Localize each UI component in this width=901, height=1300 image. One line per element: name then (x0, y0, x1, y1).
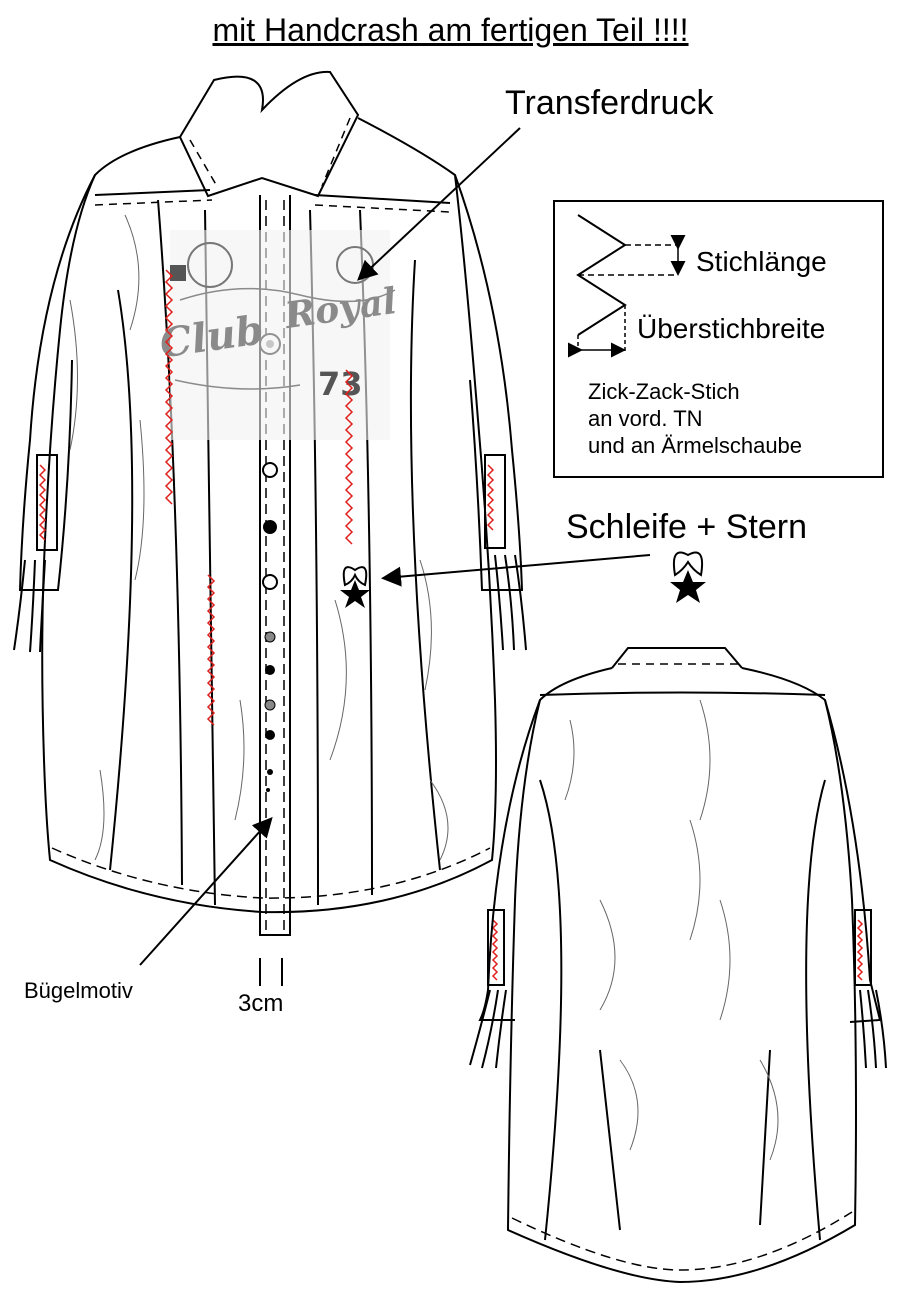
stitch-legend-box (553, 200, 884, 478)
transfer-print: Club Royal 73 (157, 230, 399, 440)
front-collar (178, 70, 360, 198)
legend-note-line-3: und an Ärmelschaube (588, 433, 803, 458)
right-tie-strings (494, 554, 527, 651)
crease-lines (69, 214, 449, 861)
button (266, 788, 270, 792)
legend-note-line-1: Zick-Zack-Stich (588, 379, 740, 404)
legend-note-line-2: an vord. TN (588, 406, 703, 431)
front-yoke-stitch (94, 199, 451, 213)
placket-width-label: 3cm (238, 990, 284, 1017)
back-right-sleeve (824, 699, 882, 1023)
page-title: mit Handcrash am fertigen Teil !!!! (212, 12, 689, 48)
print-number: 73 (318, 365, 363, 403)
front-hem-stitch (51, 847, 491, 899)
print-medallion (187, 242, 233, 288)
back-right-ties (859, 989, 887, 1069)
button (267, 769, 273, 775)
button (265, 665, 275, 675)
back-body-outline (506, 667, 857, 1284)
button (262, 574, 278, 590)
back-yoke-seam (539, 691, 826, 696)
front-placket (259, 195, 291, 936)
button (264, 699, 276, 711)
iron-on-motif-label: Bügelmotiv (24, 978, 133, 1003)
button (263, 520, 277, 534)
legend-zigzag-diagram (568, 214, 686, 358)
zigzag-stitches (38, 269, 864, 981)
back-right-cuff (854, 909, 872, 986)
legend-note: Zick-Zack-Stich an vord. TN und an Ärmel… (588, 378, 888, 459)
left-cuff-tab (36, 454, 58, 551)
placket-measure-marks (259, 958, 283, 986)
stitch-length-label: Stichlänge (696, 246, 827, 277)
back-crease-lines (564, 699, 779, 1161)
callout-arrows (139, 127, 651, 966)
front-body-outline (41, 117, 497, 914)
front-right-sleeve (454, 174, 524, 591)
back-left-cuff (487, 909, 505, 986)
iron-on-arrow (139, 817, 273, 966)
button (262, 462, 278, 478)
transfer-arrow (357, 127, 521, 281)
bow-star-label: Schleife + Stern (566, 508, 807, 546)
right-cuff-tab (484, 454, 506, 549)
transfer-print-label: Transferdruck (505, 84, 714, 122)
back-left-ties (469, 989, 507, 1069)
back-left-sleeve (478, 699, 541, 1021)
back-shirt (469, 647, 887, 1284)
bow-arrow (381, 554, 651, 587)
collar-stitch (189, 117, 351, 189)
front-panel-seams (109, 199, 441, 906)
stitch-width-label: Überstichbreite (637, 313, 826, 344)
bow-star-on-shirt (340, 566, 370, 608)
button (264, 631, 276, 643)
back-collar (611, 647, 743, 669)
back-hem-stitch (511, 1211, 853, 1271)
left-tie-strings (13, 559, 46, 653)
button (265, 730, 275, 740)
front-yoke-seam (94, 189, 451, 204)
bow-star-icon (670, 551, 706, 603)
back-panel-seams (539, 779, 826, 1241)
front-left-sleeve (18, 174, 96, 591)
